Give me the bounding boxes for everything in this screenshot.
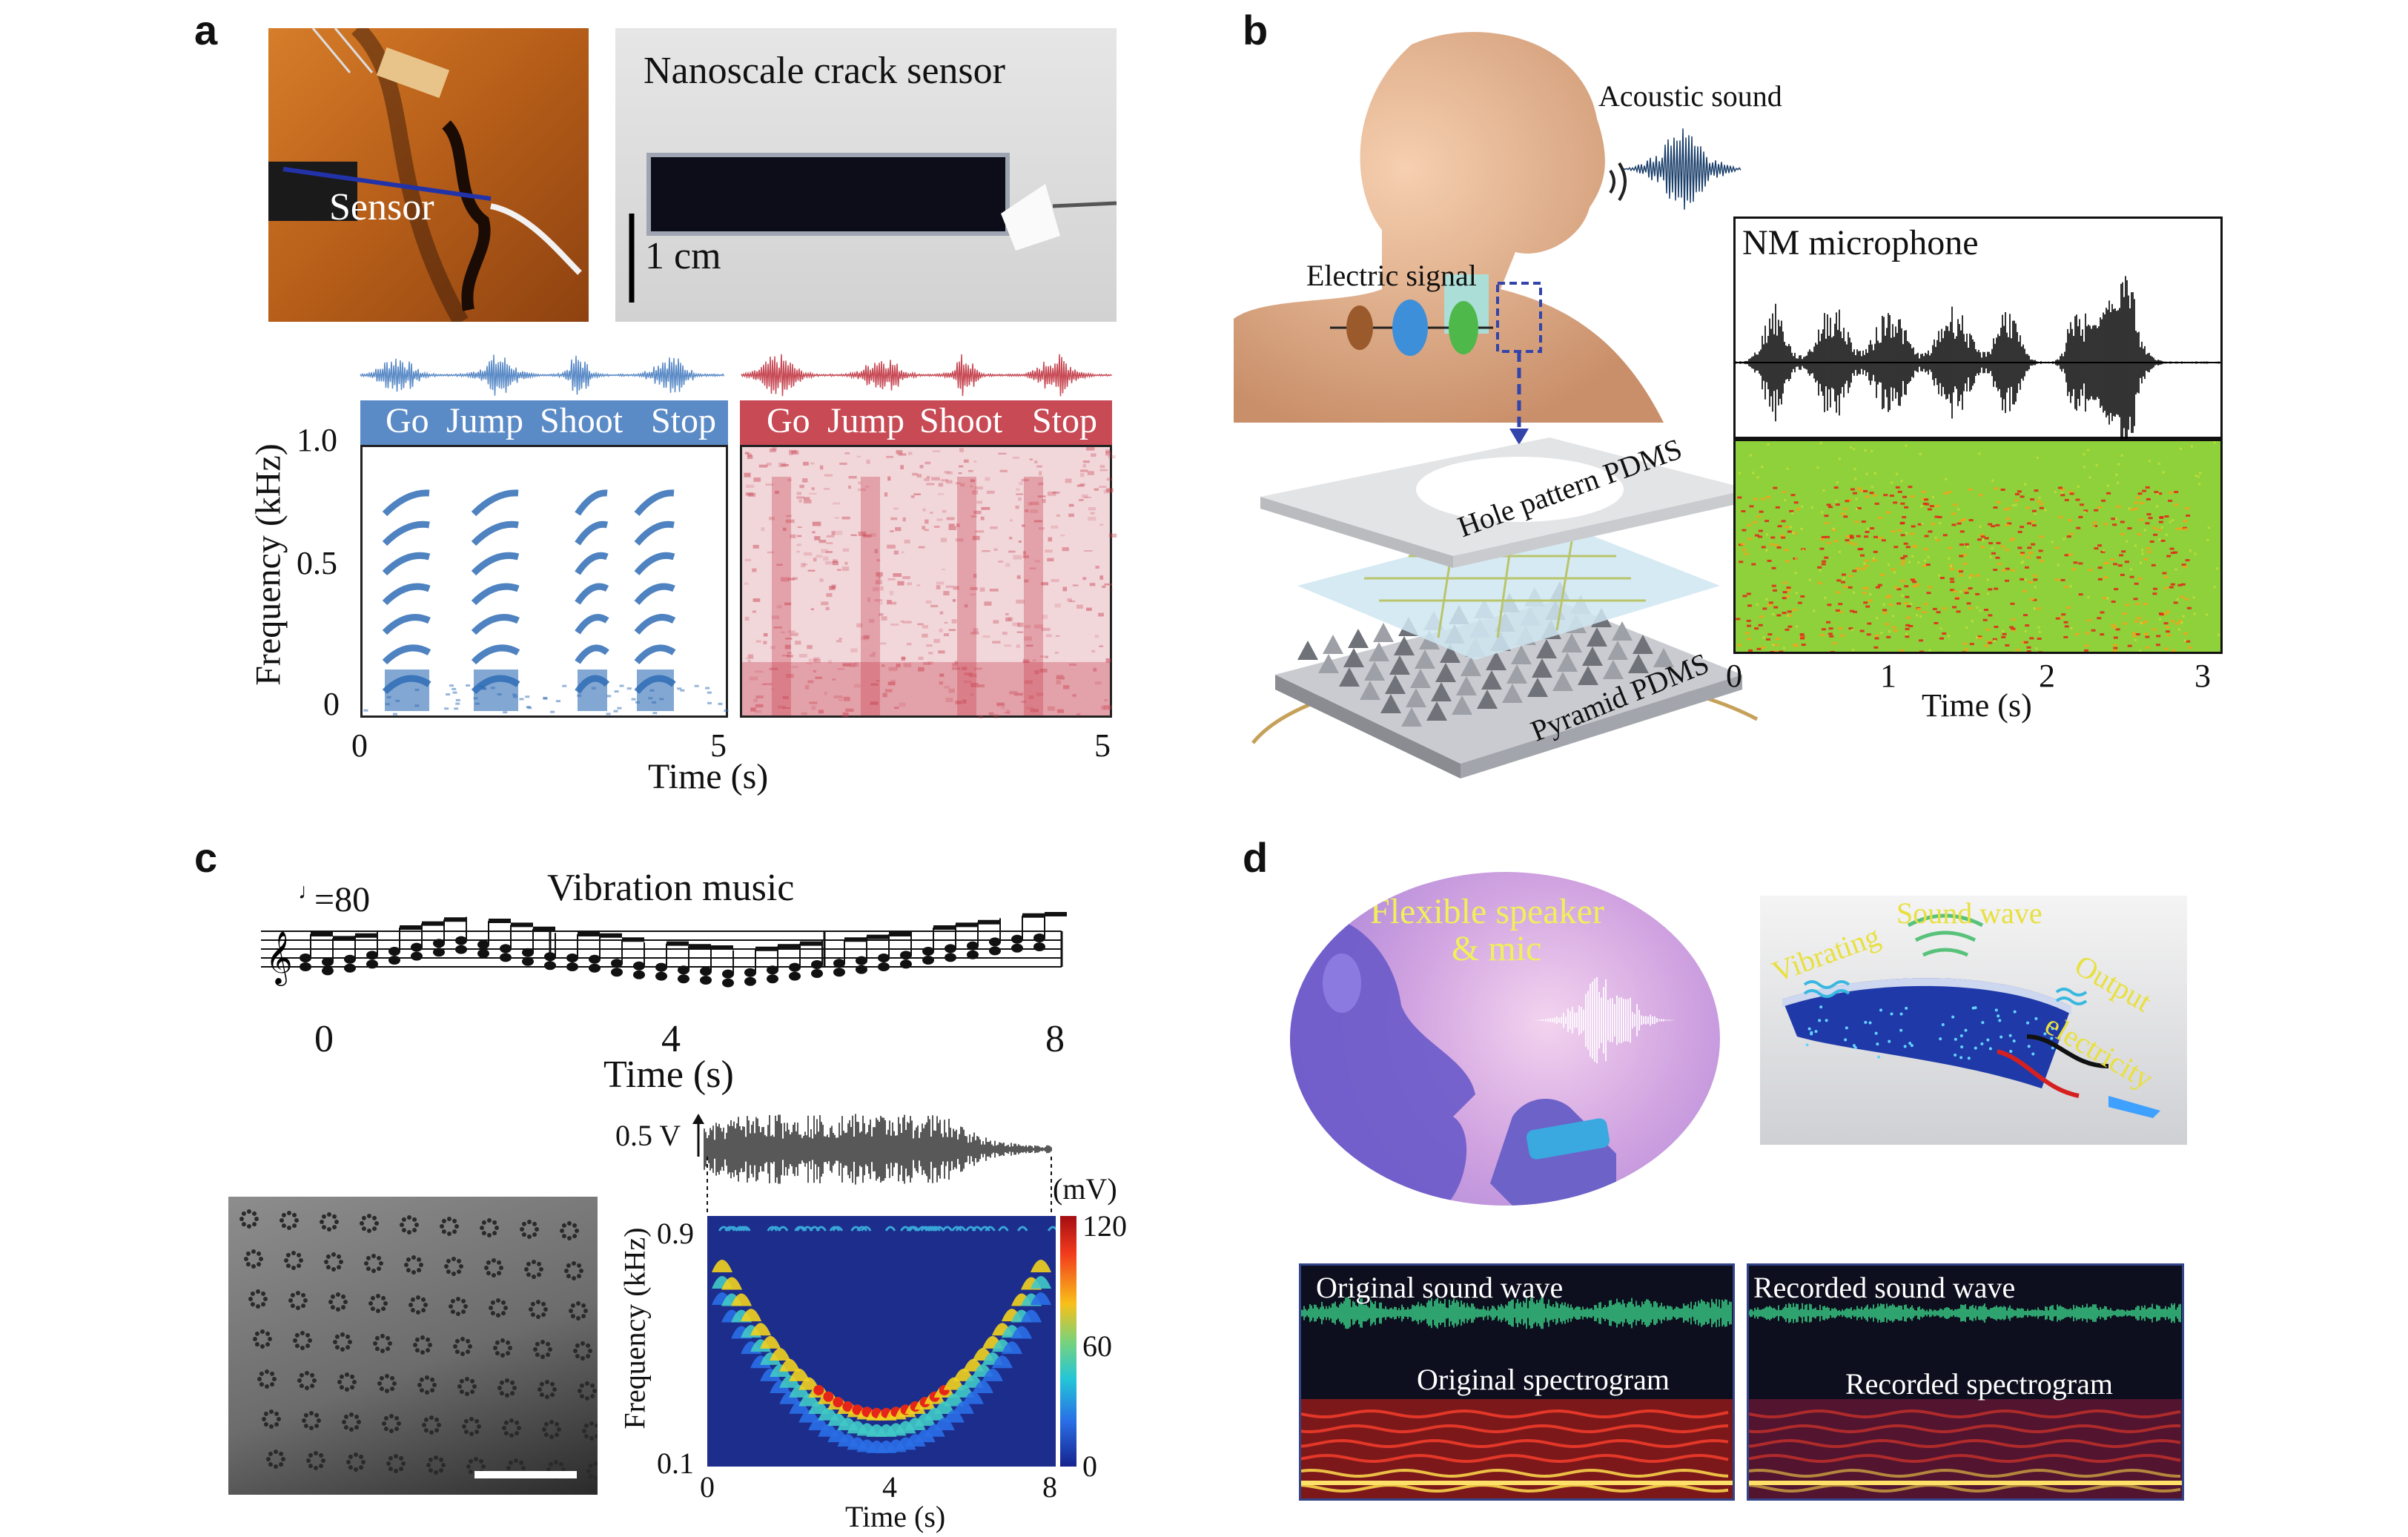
original-panel: Original sound wave Original spectrogram bbox=[1299, 1263, 1735, 1501]
orig-wave-label: Original sound wave bbox=[1316, 1271, 1564, 1304]
panel-b-label: b bbox=[1243, 7, 1268, 53]
spectrogram-red-marks bbox=[742, 447, 1117, 718]
c-time-label: Time (s) bbox=[603, 1054, 734, 1096]
panel-a-label: a bbox=[194, 7, 218, 53]
c-time-8: 8 bbox=[1045, 1018, 1065, 1060]
waveform-blue bbox=[360, 354, 725, 396]
waveform-red bbox=[741, 354, 1112, 397]
cbar-tick-0: 0 bbox=[1082, 1450, 1097, 1483]
tempo: =80 bbox=[314, 880, 371, 919]
mic-waveform bbox=[1735, 276, 2220, 449]
c-xlabel: Time (s) bbox=[845, 1500, 946, 1533]
speaker-art bbox=[1290, 913, 1676, 1206]
speaker-illustration: Flexible speaker & mic bbox=[1290, 872, 1720, 1206]
a-ylabel: Frequency (kHz) bbox=[248, 443, 288, 686]
word-stop-right: Stop bbox=[1032, 401, 1098, 440]
sound-wave-label: Sound wave bbox=[1896, 896, 2042, 930]
b-xtick-0: 0 bbox=[1726, 658, 1742, 694]
a-ytick-0: 0 bbox=[323, 686, 340, 722]
tempo-note: ♩ bbox=[298, 879, 320, 904]
c-ytick-01: 0.1 bbox=[657, 1447, 694, 1480]
zoom-lines bbox=[707, 1157, 1052, 1216]
head-illustration bbox=[1234, 32, 1664, 445]
svg-text:𝄞: 𝄞 bbox=[265, 930, 293, 986]
mic-spectrogram bbox=[1733, 439, 2223, 654]
c-ytick-09: 0.9 bbox=[657, 1217, 694, 1250]
violin-drawing bbox=[268, 28, 582, 322]
sensor-label: Sensor bbox=[329, 186, 434, 228]
mic-title: NM microphone bbox=[1742, 223, 1979, 262]
crack-sensor-photo: Nanoscale crack sensor 1 cm bbox=[615, 28, 1117, 322]
mic-spectrogram-marks bbox=[1736, 441, 2220, 652]
pdms-stack bbox=[1251, 437, 1759, 779]
orig-spec-label: Original spectrogram bbox=[1417, 1363, 1670, 1396]
header-blue bbox=[360, 400, 728, 445]
a-xtick-5-right: 5 bbox=[1094, 727, 1111, 764]
unit-label: (mV) bbox=[1053, 1172, 1117, 1206]
spectrogram-red bbox=[740, 445, 1117, 718]
original-art bbox=[1301, 1297, 1733, 1498]
cbar-tick-60: 60 bbox=[1082, 1329, 1112, 1363]
speaker-text-2: & mic bbox=[1452, 929, 1542, 968]
volt-label: 0.5 V bbox=[615, 1119, 681, 1152]
rec-wave-label: Recorded sound wave bbox=[1753, 1271, 2016, 1304]
word-go-left: Go bbox=[386, 401, 429, 440]
tweezers bbox=[629, 184, 1117, 303]
sem-pattern bbox=[239, 1209, 598, 1481]
spectrogram-blue-marks bbox=[363, 489, 729, 715]
spectrogram-blue bbox=[360, 445, 729, 718]
electric-label: Electric signal bbox=[1306, 259, 1477, 292]
c-xtick-4: 4 bbox=[882, 1470, 897, 1504]
panel-d-label: d bbox=[1243, 834, 1268, 881]
music-title: Vibration music bbox=[547, 867, 795, 909]
word-stop-left: Stop bbox=[651, 401, 717, 440]
c-time-4: 4 bbox=[661, 1018, 681, 1060]
word-jump-right: Jump bbox=[827, 401, 905, 440]
b-xlabel: Time (s) bbox=[1922, 687, 2032, 724]
a-xtick-5-left: 5 bbox=[710, 727, 727, 764]
scale-bar bbox=[474, 1471, 577, 1478]
a-xlabel: Time (s) bbox=[648, 757, 769, 796]
sem-image bbox=[228, 1197, 598, 1495]
vib-spectrogram bbox=[707, 1216, 1056, 1467]
vib-spectrogram-marks bbox=[707, 1216, 1056, 1467]
b-xtick-2: 2 bbox=[2039, 658, 2055, 694]
volt-arrow bbox=[692, 1114, 704, 1157]
panel-c-label: c bbox=[194, 834, 218, 881]
violin-photo: Sensor bbox=[268, 28, 589, 322]
c-xtick-0: 0 bbox=[700, 1470, 715, 1504]
c-xtick-8: 8 bbox=[1042, 1470, 1057, 1504]
c-time-0: 0 bbox=[314, 1018, 334, 1060]
recorded-art bbox=[1749, 1303, 2182, 1498]
a-ytick-1: 1.0 bbox=[297, 422, 337, 458]
c-ylabel: Frequency (kHz) bbox=[618, 1227, 652, 1429]
vibration-waveform bbox=[704, 1114, 1052, 1185]
rec-spec-label: Recorded spectrogram bbox=[1845, 1367, 2113, 1401]
a-xtick-0: 0 bbox=[351, 727, 368, 764]
word-jump-left: Jump bbox=[446, 401, 524, 440]
acoustic-wave bbox=[1623, 128, 1742, 210]
crack-sensor-title: Nanoscale crack sensor bbox=[644, 50, 1005, 92]
cbar-tick-120: 120 bbox=[1082, 1209, 1127, 1243]
b-xtick-3: 3 bbox=[2194, 658, 2211, 694]
word-shoot-left: Shoot bbox=[540, 401, 624, 440]
a-ytick-05: 0.5 bbox=[297, 545, 337, 581]
b-xtick-1: 1 bbox=[1880, 658, 1896, 694]
recorded-panel: Recorded sound wave Recorded spectrogram bbox=[1747, 1263, 2184, 1501]
word-shoot-right: Shoot bbox=[919, 401, 1003, 440]
word-go-right: Go bbox=[767, 401, 810, 440]
mic-waveform-box bbox=[1733, 216, 2223, 449]
colorbar bbox=[1060, 1216, 1076, 1467]
scale-label: 1 cm bbox=[645, 235, 721, 277]
device-art bbox=[1782, 913, 2160, 1118]
acoustic-label: Acoustic sound bbox=[1598, 79, 1782, 113]
device-illustration: Sound wave Vibrating Output electricity bbox=[1760, 896, 2187, 1145]
music-score: 𝄞 bbox=[261, 912, 1067, 988]
speaker-text-1: Flexible speaker bbox=[1370, 892, 1604, 931]
sensor-strip bbox=[646, 153, 1010, 236]
header-red bbox=[740, 400, 1112, 445]
